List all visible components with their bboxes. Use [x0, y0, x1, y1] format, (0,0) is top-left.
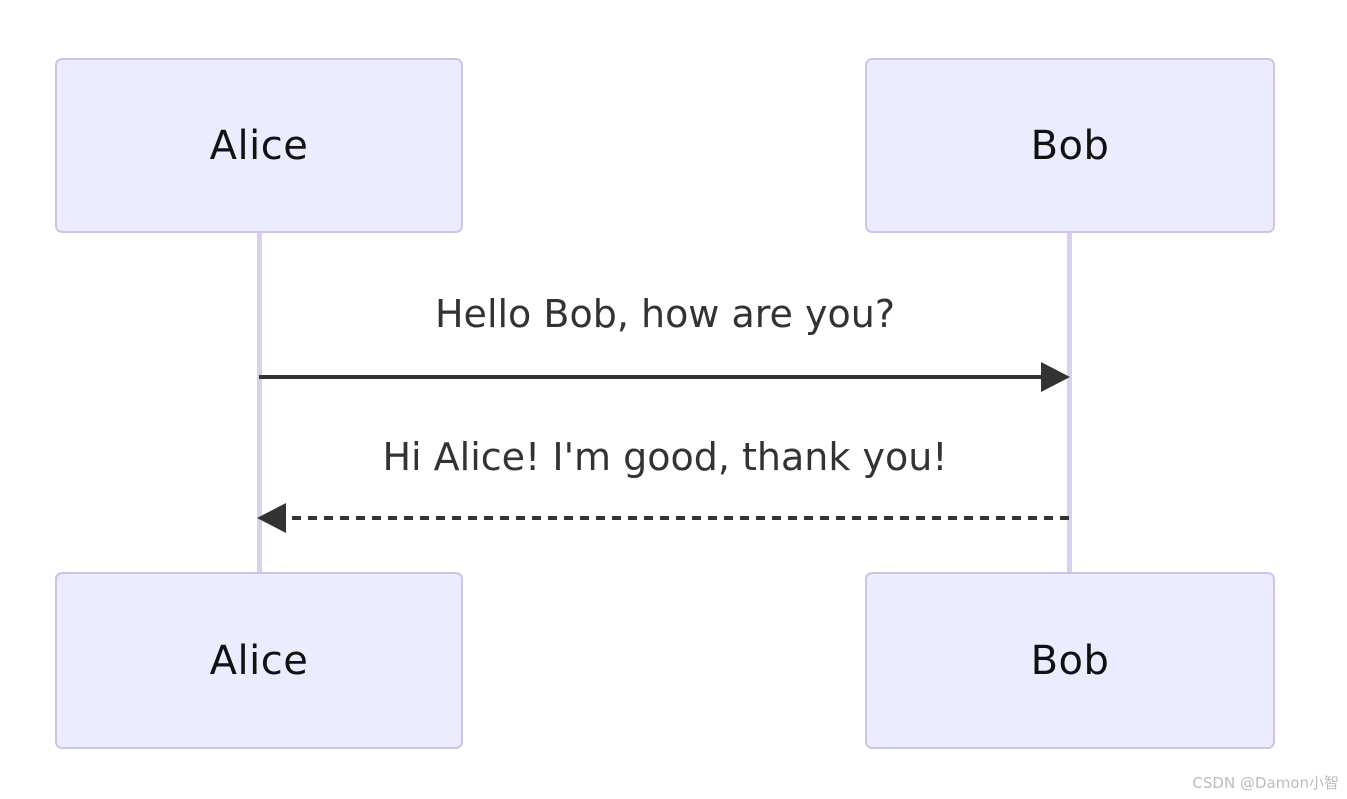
- message-1-text: Hello Bob, how are you?: [434, 292, 895, 336]
- actor-label-bob: Bob: [1030, 122, 1110, 169]
- actor-box-bob-bottom: Bob: [865, 572, 1275, 749]
- actor-label-bob-bottom: Bob: [1030, 637, 1110, 684]
- actor-box-alice-top: Alice: [55, 58, 463, 233]
- message-2-text: Hi Alice! I'm good, thank you!: [382, 435, 948, 479]
- actor-label-alice-bottom: Alice: [209, 637, 309, 684]
- actor-label-alice: Alice: [209, 122, 309, 169]
- lifeline-bob: [1067, 233, 1072, 572]
- actor-box-bob-top: Bob: [865, 58, 1275, 233]
- message-1-arrowhead-right-icon: [1041, 362, 1070, 392]
- actor-box-alice-bottom: Alice: [55, 572, 463, 749]
- lifeline-alice: [257, 233, 262, 572]
- watermark-text: CSDN @Damon小智: [1192, 774, 1339, 792]
